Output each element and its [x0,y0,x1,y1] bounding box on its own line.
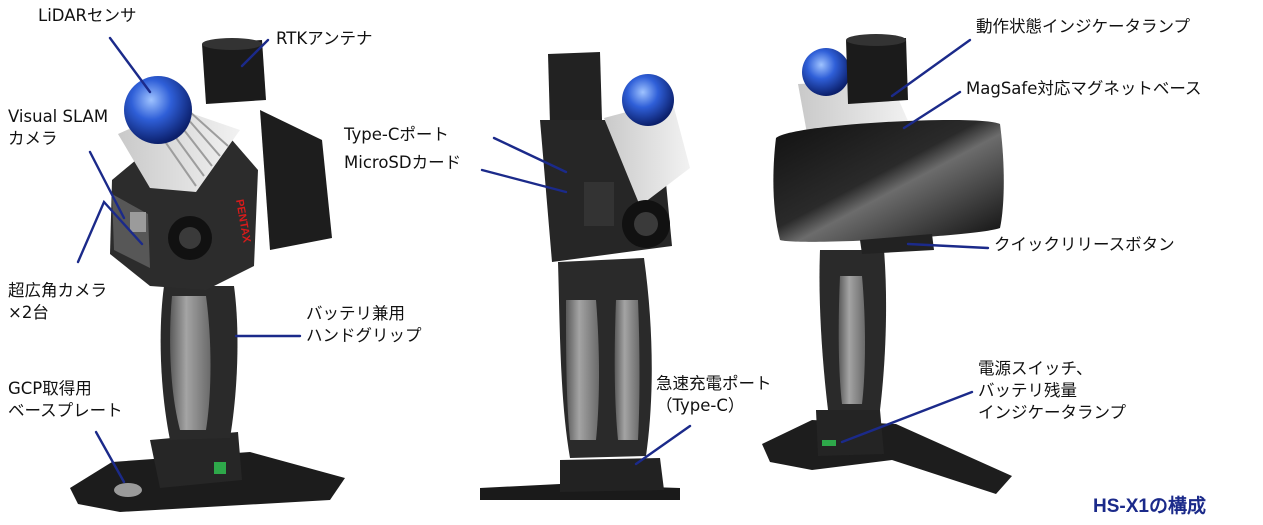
label-status-indicator: 動作状態インジケータランプ [976,17,1191,36]
quick-release-button [860,234,934,254]
label-fast-charge-port: 急速充電ポート （Type-C） [656,374,772,415]
smartphone [773,119,1004,242]
device-back-view [762,34,1012,494]
lidar-dome-back [802,48,850,96]
lidar-dome [124,76,192,144]
gcp-marker [114,483,142,497]
label-rtk-antenna: RTKアンテナ [276,29,373,48]
battery-grip [170,296,211,430]
label-visual-slam-camera: Visual SLAM カメラ [8,107,109,148]
label-quick-release-button: クイックリリースボタン [994,235,1175,254]
label-power-switch: 電源スイッチ、 バッテリ残量 インジケータランプ [978,359,1127,422]
leader-lines [76,36,990,484]
device-side-view [480,52,690,500]
label-type-c-port: Type-Cポート [344,125,449,144]
label-gcp-base-plate: GCP取得用 ベースプレート [8,379,123,420]
label-microsd-card: MicroSDカード [344,153,462,172]
rtk-antenna [202,40,266,104]
vslam-camera-lens [130,212,146,232]
label-magsafe-base: MagSafe対応マグネットベース [966,79,1202,98]
device-front-view: PENTAX [70,38,345,512]
label-lidar-sensor: LiDARセンサ [38,6,137,25]
wide-camera-lens [179,227,201,249]
label-wide-angle-camera: 超広角カメラ ×2台 [8,281,107,322]
figure-caption: HS-X1の構成 [1093,496,1206,517]
lidar-dome-side [622,74,674,126]
label-battery-grip: バッテリ兼用 ハンドグリップ [306,304,422,345]
antenna-mast [548,52,602,124]
